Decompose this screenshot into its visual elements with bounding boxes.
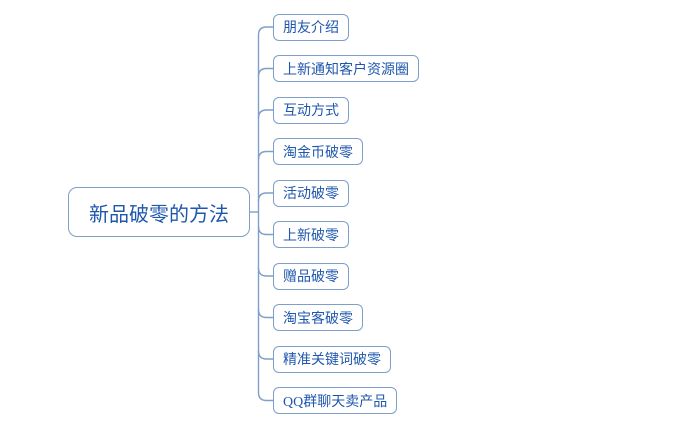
branch-node-label: 赠品破零 (283, 270, 339, 285)
branch-node-label: 上新通知客户资源圈 (283, 62, 409, 78)
root-node[interactable]: 新品破零的方法 (68, 187, 250, 237)
branch-node-friend-intro[interactable]: 朋友介绍 (273, 13, 349, 41)
branch-node-qq-group[interactable]: QQ群聊天卖产品 (273, 387, 398, 414)
branch-node-gift[interactable]: 赠品破零 (273, 262, 349, 290)
connector-branch-4 (257, 150, 273, 160)
branch-node-label: 淘金币破零 (283, 145, 353, 161)
branch-node-label: 互动方式 (283, 104, 339, 119)
connector-branch-3 (257, 109, 273, 119)
connector-branch-5 (257, 192, 273, 202)
branch-node-label: 朋友介绍 (283, 21, 339, 36)
branch-node-new-launch[interactable]: 上新破零 (273, 221, 349, 248)
connector-branch-9 (257, 350, 273, 360)
connector-branch-10 (257, 392, 273, 402)
branch-node-precise-keyword[interactable]: 精准关键词破零 (273, 345, 391, 373)
connector-branch-1 (257, 26, 273, 36)
branch-node-taojinbi[interactable]: 淘金币破零 (273, 138, 363, 165)
branch-node-label: 淘宝客破零 (283, 311, 353, 327)
branch-node-new-arrival-notice[interactable]: 上新通知客户资源圈 (273, 55, 419, 82)
root-node-label: 新品破零的方法 (89, 203, 229, 226)
branch-node-taobaoke[interactable]: 淘宝客破零 (273, 304, 363, 331)
connector-branch-8 (257, 309, 273, 319)
branch-node-interaction[interactable]: 互动方式 (273, 96, 349, 124)
branch-node-label: 活动破零 (283, 187, 339, 202)
branch-node-label: QQ群聊天卖产品 (283, 394, 388, 410)
branch-node-label: 精准关键词破零 (283, 353, 381, 368)
connector-branch-2 (257, 67, 273, 77)
connector-branch-6 (257, 226, 273, 236)
branch-node-label: 上新破零 (283, 228, 339, 244)
branch-node-activity[interactable]: 活动破零 (273, 179, 349, 207)
connector-branch-7 (257, 267, 273, 277)
